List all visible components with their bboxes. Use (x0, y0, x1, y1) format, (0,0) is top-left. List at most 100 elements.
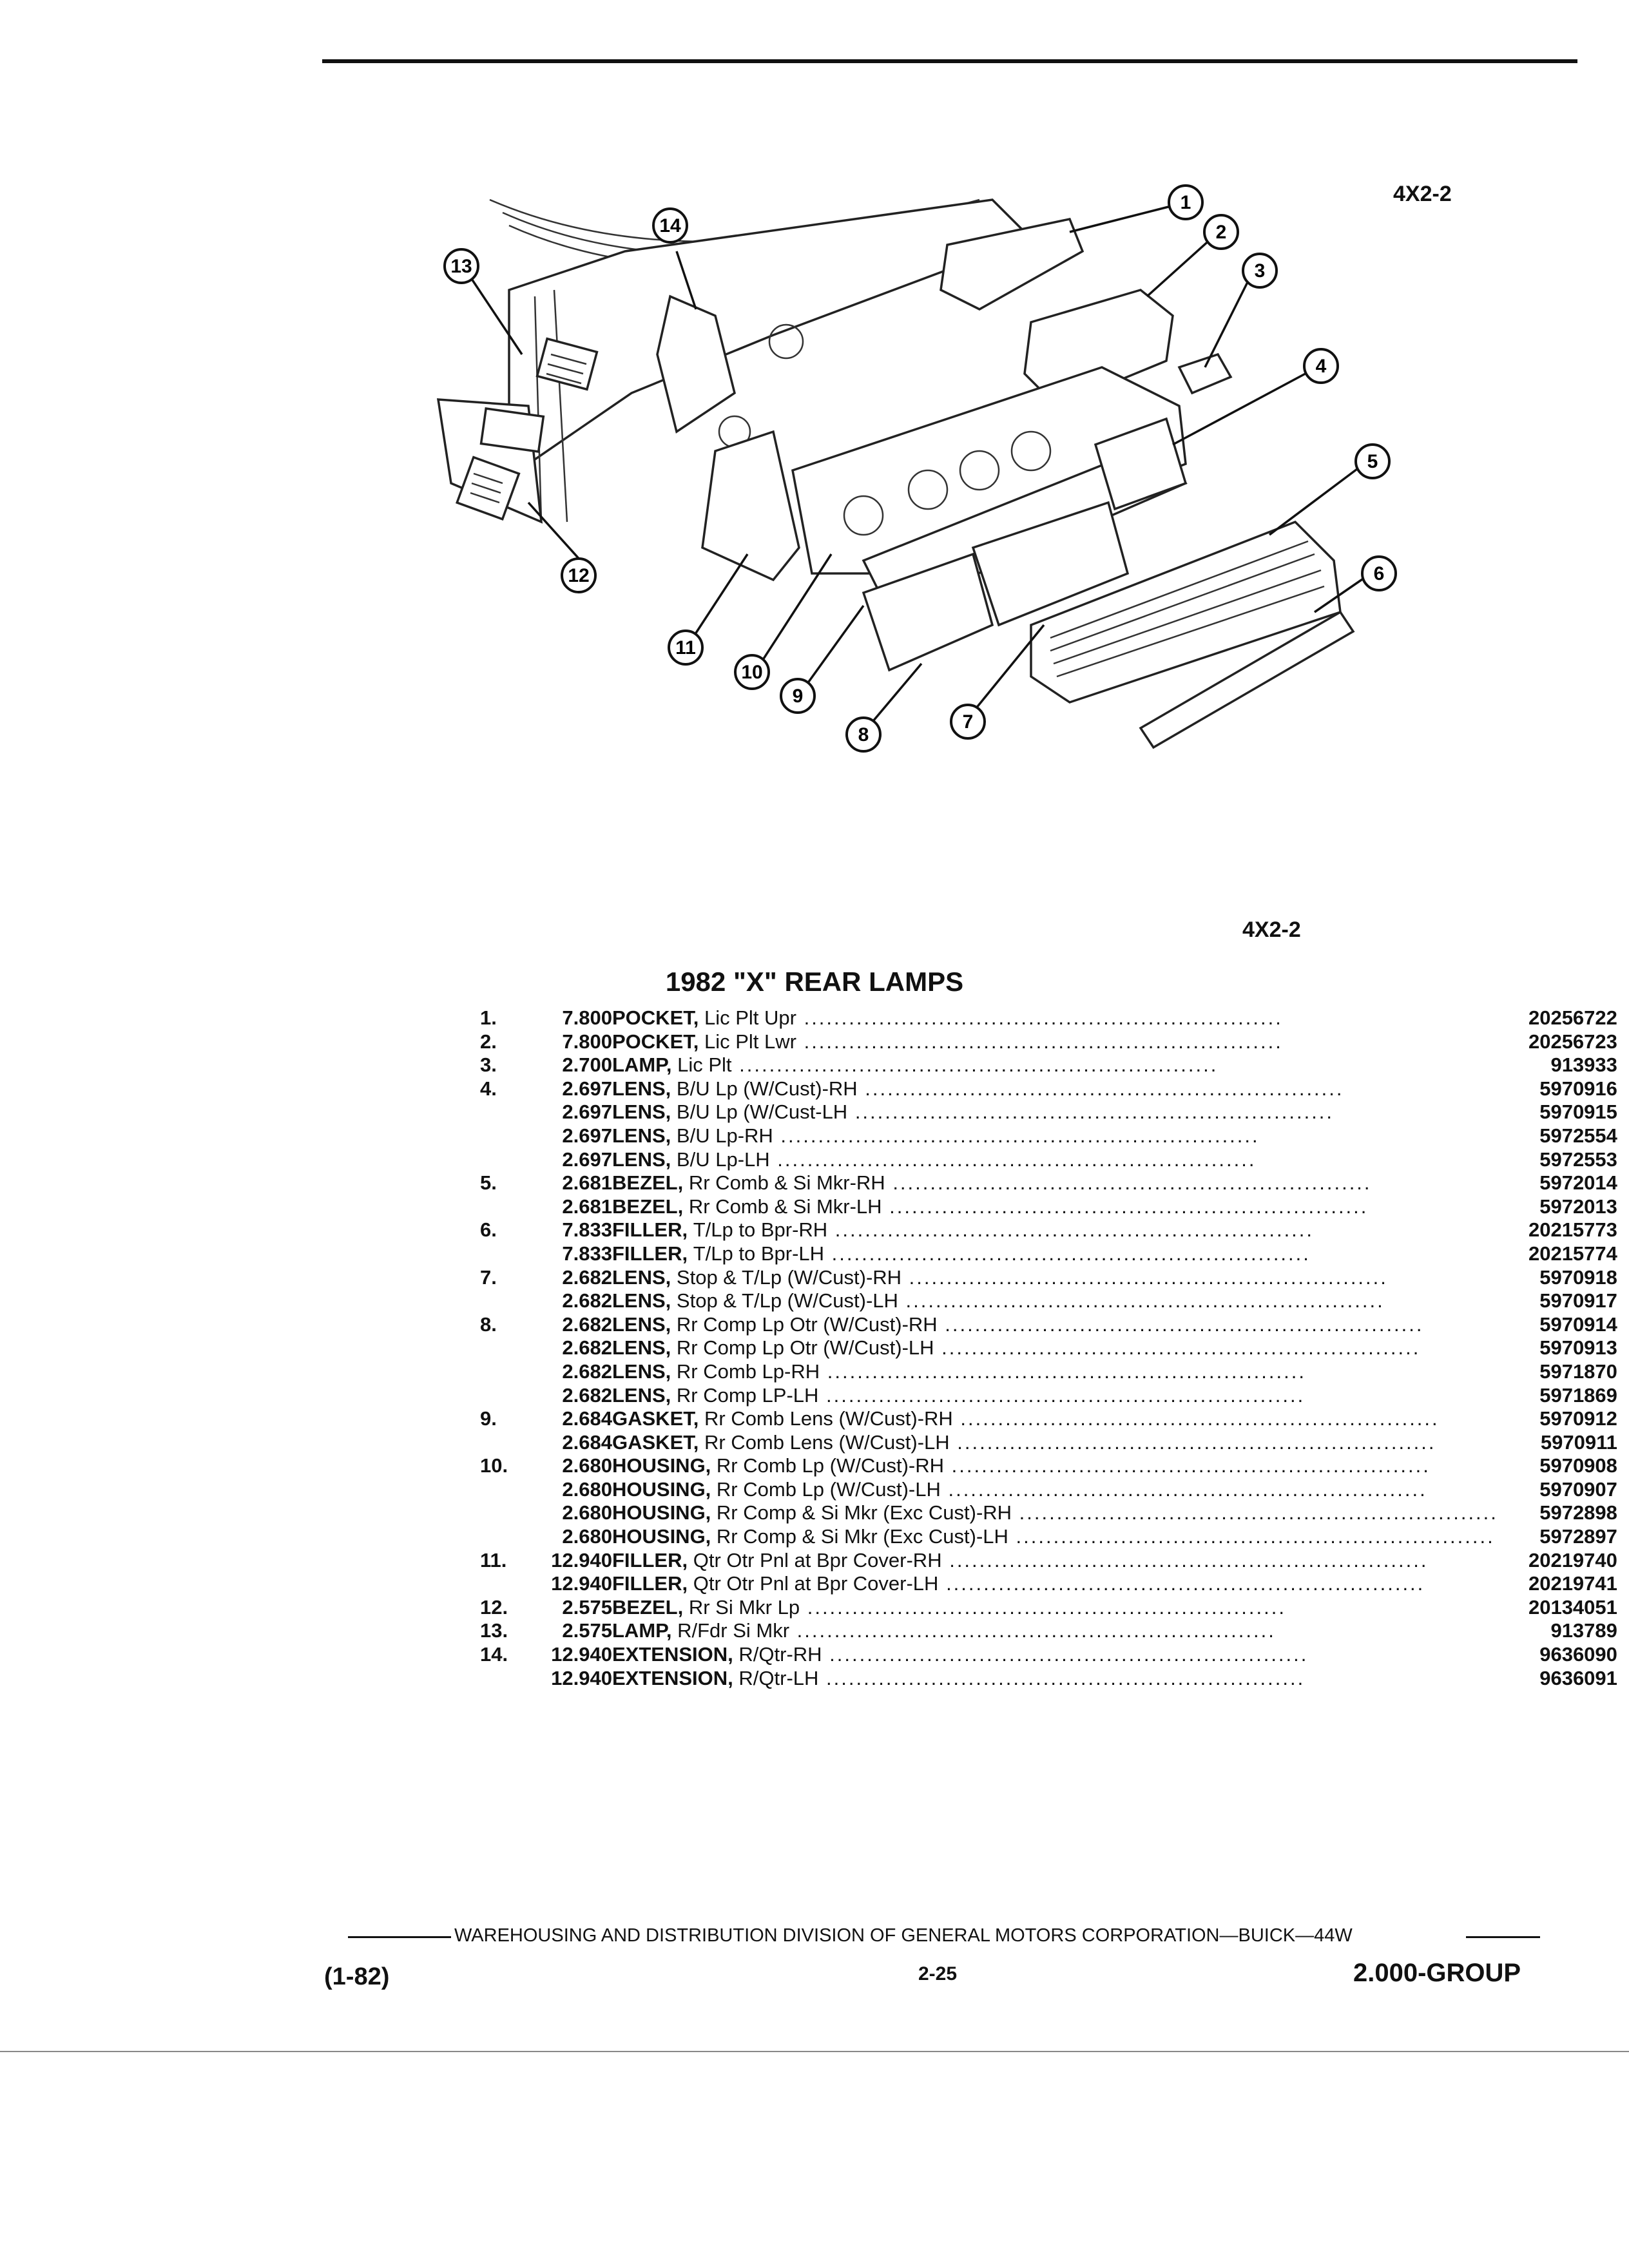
item-number (480, 1124, 532, 1148)
dot-leaders: ........................................… (789, 1619, 1276, 1642)
dot-leaders: ........................................… (882, 1195, 1369, 1218)
part-description: HOUSING, Rr Comp & Si Mkr (Exc Cust)-LH … (612, 1525, 1498, 1549)
part-description: LAMP, Lic Plt ..........................… (612, 1053, 1498, 1077)
part-number: 5972554 (1539, 1124, 1617, 1147)
part-number: 20256722 (1528, 1006, 1617, 1029)
part-description: POCKET, Lic Plt Upr ....................… (612, 1006, 1498, 1030)
part-description: BEZEL, Rr Si Mkr Lp ....................… (612, 1596, 1498, 1620)
part-number: 5970915 (1539, 1100, 1617, 1124)
part-noun: FILLER, (612, 1242, 688, 1265)
exploded-parts-diagram: 1 2 3 4 5 6 7 8 9 10 11 12 13 14 (436, 184, 1397, 753)
part-3-lamp (1177, 352, 1233, 395)
part-description: LENS, B/U Lp (W/Cust)-RH ...............… (612, 1077, 1498, 1101)
part-number: 913789 (1550, 1619, 1617, 1642)
part-number: 20219740 (1528, 1548, 1617, 1571)
part-detail: B/U Lp-RH (676, 1124, 773, 1147)
part-noun: BEZEL, (612, 1595, 684, 1619)
part-noun: POCKET, (612, 1030, 699, 1053)
item-number (480, 1100, 532, 1124)
part-noun: HOUSING, (612, 1501, 711, 1524)
callout-12: 12 (561, 557, 597, 593)
part-detail: Rr Comb & Si Mkr-RH (688, 1171, 885, 1195)
part-description: EXTENSION, R/Qtr-RH ....................… (612, 1643, 1498, 1667)
svg-text:5: 5 (1367, 451, 1378, 472)
group-number: 2.697 (562, 1124, 612, 1147)
part-noun: POCKET, (612, 1006, 699, 1029)
part-description: EXTENSION, R/Qtr-LH ....................… (612, 1667, 1498, 1691)
callout-9: 9 (780, 678, 816, 714)
part-description: LAMP, R/Fdr Si Mkr .....................… (612, 1619, 1498, 1643)
item-number: 5. (480, 1171, 497, 1195)
item-number (480, 1525, 532, 1549)
svg-text:3: 3 (1255, 260, 1266, 282)
bottom-rule (0, 2051, 1629, 2052)
part-detail: Rr Comb Lens (W/Cust)-LH (704, 1430, 950, 1454)
part-description: FILLER, Qtr Otr Pnl at Bpr Cover-RH ....… (612, 1549, 1498, 1573)
part-number: 5971870 (1539, 1360, 1617, 1383)
part-number: 5970913 (1539, 1336, 1617, 1360)
group-label: 2.000-GROUP (1353, 1959, 1521, 1987)
dot-leaders: ........................................… (731, 1053, 1219, 1077)
dot-leaders: ........................................… (944, 1454, 1431, 1477)
group-number: 2.684 (562, 1430, 612, 1454)
group-number: 2.684 (562, 1407, 612, 1430)
part-number: 5970917 (1539, 1289, 1617, 1312)
svg-text:9: 9 (793, 686, 804, 707)
dot-leaders: ........................................… (796, 1006, 1283, 1029)
part-number: 9636091 (1539, 1666, 1617, 1689)
part-number: 5971869 (1539, 1383, 1617, 1407)
group-number: 12.940 (551, 1572, 612, 1595)
part-detail: Qtr Otr Pnl at Bpr Cover-LH (693, 1572, 939, 1595)
group-number: 7.833 (562, 1218, 612, 1242)
item-number: 10. (480, 1454, 508, 1477)
part-detail: Lic Plt Lwr (704, 1030, 796, 1053)
part-detail: Rr Comb Lp-RH (676, 1360, 820, 1383)
svg-text:7: 7 (963, 711, 974, 733)
callout-2: 2 (1203, 214, 1239, 250)
part-number: 20256723 (1528, 1030, 1617, 1053)
svg-text:11: 11 (675, 637, 696, 658)
part-number: 5970918 (1539, 1265, 1617, 1289)
part-noun: LENS, (612, 1360, 671, 1383)
dot-leaders: ........................................… (898, 1289, 1385, 1312)
part-noun: EXTENSION, (612, 1643, 733, 1666)
part-number: 5970914 (1539, 1312, 1617, 1336)
dot-leaders: ........................................… (827, 1218, 1315, 1242)
part-detail: Lic Plt Upr (704, 1006, 796, 1029)
group-number: 2.680 (562, 1501, 612, 1524)
part-description: BEZEL, Rr Comb & Si Mkr-RH .............… (612, 1171, 1498, 1195)
part-noun: LENS, (612, 1312, 671, 1336)
item-number (480, 1572, 532, 1596)
group-number: 7.833 (562, 1242, 612, 1265)
part-12-bezel (455, 456, 521, 521)
item-number (480, 1667, 532, 1691)
group-number: 2.681 (562, 1195, 612, 1218)
part-detail: Stop & T/Lp (W/Cust)-LH (676, 1289, 898, 1312)
part-noun: GASKET, (612, 1430, 699, 1454)
item-number (480, 1431, 532, 1455)
group-number: 7.800 (562, 1006, 612, 1029)
part-description: HOUSING, Rr Comb Lp (W/Cust)-LH ........… (612, 1478, 1498, 1502)
part-detail: Stop & T/Lp (W/Cust)-RH (676, 1265, 902, 1289)
dot-leaders: ........................................… (940, 1477, 1427, 1501)
part-detail: Rr Comp Lp Otr (W/Cust)-RH (676, 1312, 938, 1336)
group-number: 2.575 (562, 1619, 612, 1642)
svg-text:8: 8 (858, 724, 869, 745)
group-number: 2.682 (562, 1360, 612, 1383)
dot-leaders: ........................................… (1008, 1525, 1495, 1548)
dot-leaders: ........................................… (847, 1100, 1335, 1124)
callout-4: 4 (1303, 348, 1339, 384)
part-detail: Rr Comp & Si Mkr (Exc Cust)-LH (716, 1525, 1008, 1548)
part-detail: Rr Comb Lp (W/Cust)-LH (716, 1477, 941, 1501)
callout-13: 13 (443, 248, 479, 284)
callout-11: 11 (668, 629, 704, 666)
group-number: 2.682 (562, 1312, 612, 1336)
part-description: HOUSING, Rr Comb Lp (W/Cust)-RH ........… (612, 1454, 1498, 1478)
part-detail: Rr Comp Lp Otr (W/Cust)-LH (676, 1336, 934, 1360)
part-2-pocket-lower (1023, 289, 1174, 408)
